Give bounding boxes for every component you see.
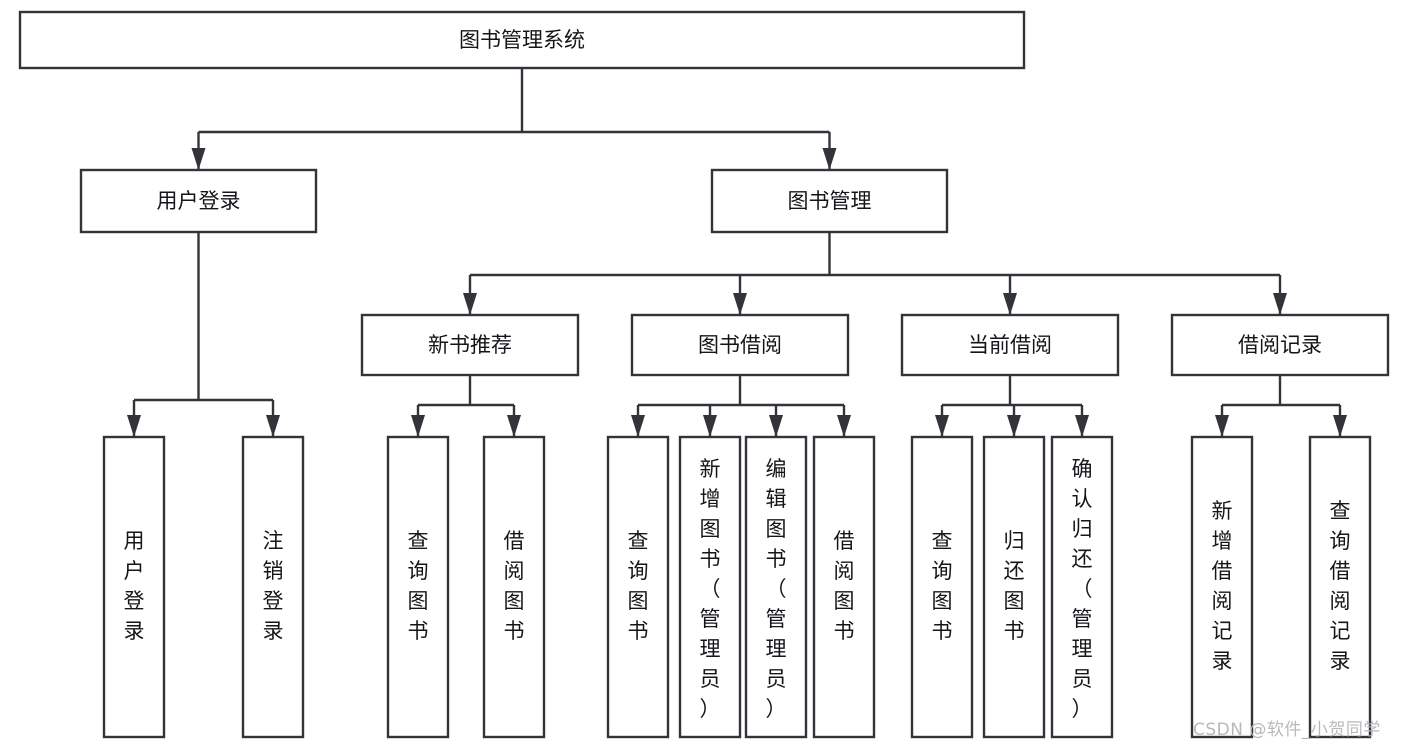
- node-box: [900, 313, 1120, 377]
- connector-book-borrow-to-leaves: [631, 375, 851, 437]
- node-label: 借阅图书: [834, 529, 855, 643]
- node-box: [710, 168, 949, 234]
- node-leaf-user-login[interactable]: 用户登录: [102, 435, 166, 739]
- arrow-head: [191, 148, 206, 170]
- node-leaf-confirm-return[interactable]: 确认归还（管理员）: [1050, 435, 1114, 739]
- arrow-head: [127, 415, 141, 437]
- connector-current-borrow-to-leaves: [935, 375, 1089, 437]
- node-label: 归还图书: [1004, 529, 1025, 643]
- arrow-head: [733, 293, 747, 315]
- node-box: [1190, 435, 1254, 739]
- node-leaf-query-book-1[interactable]: 查询图书: [386, 435, 450, 739]
- node-box: [79, 168, 318, 234]
- node-box: [812, 435, 876, 739]
- node-leaf-borrow-book-1[interactable]: 借阅图书: [482, 435, 546, 739]
- node-borrow-record[interactable]: 借阅记录: [1170, 313, 1390, 377]
- connector-borrow-record-to-leaves: [1215, 375, 1347, 437]
- arrow-head: [769, 415, 783, 437]
- node-label: 图书管理: [788, 189, 872, 213]
- node-label: 编辑图书（管理员）: [766, 457, 787, 721]
- node-box: [102, 435, 166, 739]
- node-box: [386, 435, 450, 739]
- node-layer: 图书管理系统用户登录图书管理新书推荐图书借阅当前借阅借阅记录用户登录注销登录查询…: [18, 10, 1390, 739]
- node-label: 当前借阅: [968, 333, 1052, 357]
- node-label: 确认归还（管理员）: [1072, 457, 1093, 721]
- node-box: [482, 435, 546, 739]
- node-leaf-query-borrow-rec[interactable]: 查询借阅记录: [1308, 435, 1372, 739]
- node-root[interactable]: 图书管理系统: [18, 10, 1026, 70]
- node-leaf-borrow-book-2[interactable]: 借阅图书: [812, 435, 876, 739]
- node-box: [1170, 313, 1390, 377]
- node-book-manage[interactable]: 图书管理: [710, 168, 949, 234]
- node-label: 新书推荐: [428, 333, 512, 357]
- node-new-book-rec[interactable]: 新书推荐: [360, 313, 580, 377]
- arrow-head: [1075, 415, 1089, 437]
- node-label: 用户登录: [157, 189, 241, 213]
- node-leaf-query-book-3[interactable]: 查询图书: [910, 435, 974, 739]
- connector-book-manage-to-level3: [463, 232, 1287, 315]
- node-leaf-return-book[interactable]: 归还图书: [982, 435, 1046, 739]
- node-leaf-user-logout[interactable]: 注销登录: [241, 435, 305, 739]
- arrow-head: [1007, 415, 1021, 437]
- node-box: [18, 10, 1026, 70]
- node-box: [678, 435, 742, 739]
- node-book-borrow[interactable]: 图书借阅: [630, 313, 850, 377]
- arrow-head: [1003, 293, 1017, 315]
- node-label: 借阅图书: [504, 529, 525, 643]
- connector-root-to-level2: [191, 68, 837, 170]
- node-label: 注销登录: [263, 529, 284, 643]
- arrow-head: [411, 415, 425, 437]
- node-label: 查询图书: [628, 529, 649, 643]
- arrow-head: [935, 415, 949, 437]
- node-label: 新增图书（管理员）: [700, 457, 721, 721]
- node-label: 图书管理系统: [459, 28, 585, 52]
- connector-layer: [127, 68, 1347, 437]
- node-leaf-add-borrow-rec[interactable]: 新增借阅记录: [1190, 435, 1254, 739]
- node-label: 查询借阅记录: [1330, 499, 1351, 673]
- arrow-head: [631, 415, 645, 437]
- node-box: [910, 435, 974, 739]
- node-label: 用户登录: [124, 529, 145, 643]
- arrow-head: [1215, 415, 1229, 437]
- node-label: 图书借阅: [698, 333, 782, 357]
- node-label: 查询图书: [932, 529, 953, 643]
- node-box: [606, 435, 670, 739]
- node-current-borrow[interactable]: 当前借阅: [900, 313, 1120, 377]
- arrow-head: [463, 293, 477, 315]
- node-box: [744, 435, 808, 739]
- node-leaf-add-book-admin[interactable]: 新增图书（管理员）: [678, 435, 742, 739]
- node-box: [360, 313, 580, 377]
- node-label: 查询图书: [408, 529, 429, 643]
- connector-user-login-to-leaves: [127, 232, 280, 437]
- node-leaf-query-book-2[interactable]: 查询图书: [606, 435, 670, 739]
- node-box: [630, 313, 850, 377]
- node-user-login[interactable]: 用户登录: [79, 168, 318, 234]
- connector-new-book-rec-to-leaves: [411, 375, 521, 437]
- arrow-head: [703, 415, 717, 437]
- node-box: [982, 435, 1046, 739]
- arrow-head: [1333, 415, 1347, 437]
- arrow-head: [1273, 293, 1287, 315]
- node-box: [1308, 435, 1372, 739]
- arrow-head: [837, 415, 851, 437]
- node-box: [241, 435, 305, 739]
- arrow-head: [507, 415, 521, 437]
- node-box: [1050, 435, 1114, 739]
- arrow-head: [822, 148, 837, 170]
- arrow-head: [266, 415, 280, 437]
- node-label: 借阅记录: [1238, 333, 1322, 357]
- node-label: 新增借阅记录: [1212, 499, 1233, 673]
- node-leaf-edit-book-admin[interactable]: 编辑图书（管理员）: [744, 435, 808, 739]
